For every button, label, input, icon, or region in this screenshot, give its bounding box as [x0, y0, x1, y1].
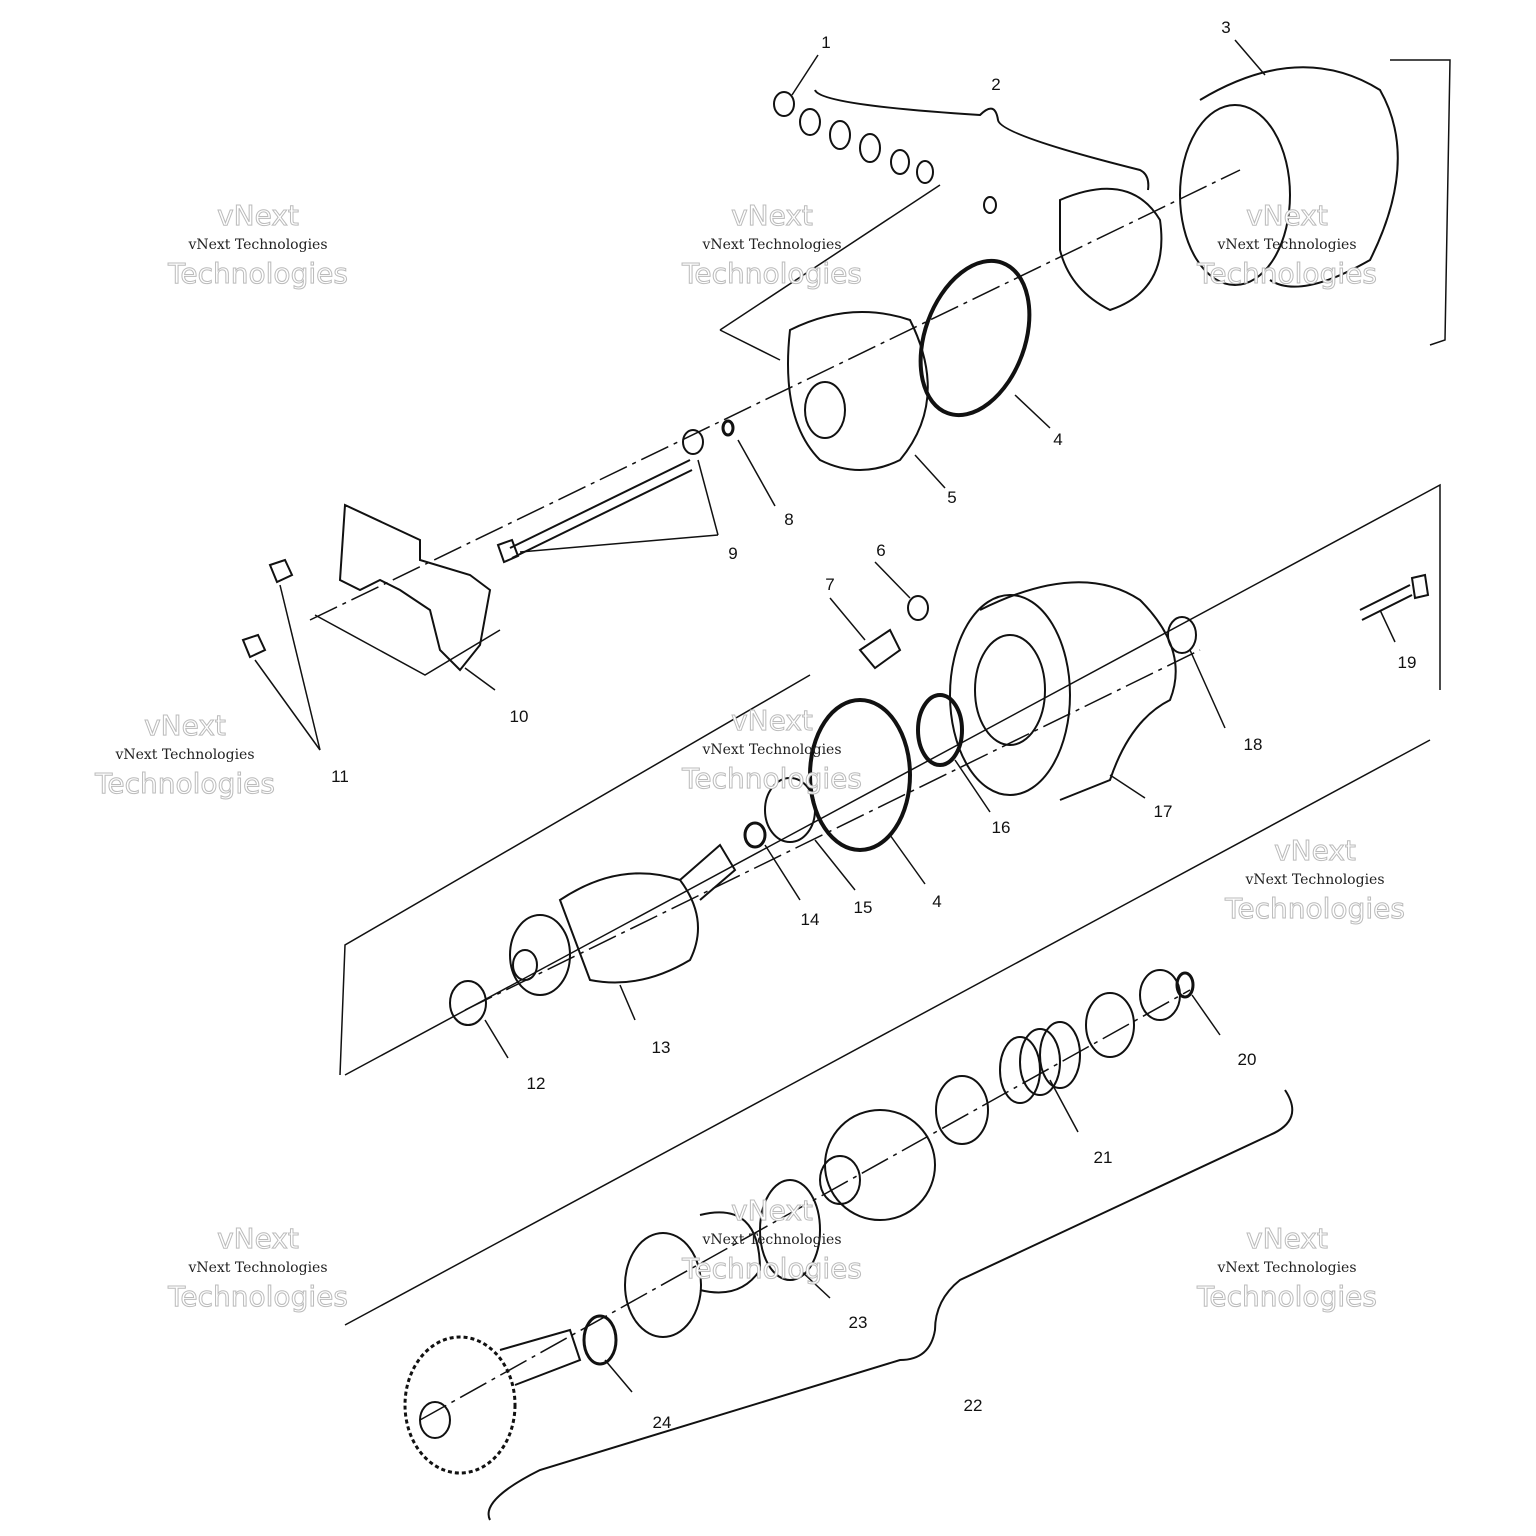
axis-lines	[309, 169, 1241, 1421]
front-housing	[949, 581, 1177, 801]
armature	[509, 843, 737, 996]
callout-18: 18	[1243, 735, 1263, 754]
washer-6	[907, 595, 929, 621]
oring-4-top	[918, 258, 1032, 418]
circlip-14	[743, 821, 767, 849]
leader-lines	[254, 39, 1396, 1393]
terminal-7	[858, 628, 902, 670]
nuts-washers	[773, 91, 934, 184]
pinion-shaft	[403, 1328, 582, 1475]
stopper	[1139, 969, 1181, 1021]
callout-24: 24	[652, 1413, 672, 1432]
circlip-24	[582, 1314, 618, 1366]
oring-16	[916, 693, 964, 767]
callout-9: 9	[728, 544, 738, 563]
callout-23: 23	[848, 1313, 868, 1332]
callout-10: 10	[509, 707, 529, 726]
clutch-gear	[819, 1109, 936, 1221]
collar	[1085, 992, 1135, 1058]
brace-2	[814, 89, 1150, 191]
callout-20: 20	[1237, 1050, 1257, 1069]
callout-15: 15	[853, 898, 873, 917]
callout-1: 1	[821, 33, 831, 52]
callout-7: 7	[825, 575, 835, 594]
bushing-12	[449, 980, 487, 1026]
circlip-20	[1175, 971, 1195, 999]
ring-23	[759, 1179, 821, 1281]
plate	[624, 1232, 702, 1338]
bracket	[338, 503, 492, 672]
group-frames	[314, 59, 1451, 1326]
callout-21: 21	[1093, 1148, 1113, 1167]
callout-8: 8	[784, 510, 794, 529]
callout-6: 6	[876, 541, 886, 560]
callout-22: 22	[963, 1396, 983, 1415]
brace-22	[487, 1089, 1294, 1521]
small-oring	[983, 196, 997, 214]
yoke	[1179, 66, 1399, 288]
callout-12: 12	[526, 1074, 546, 1093]
callout-16: 16	[991, 818, 1011, 837]
oring-8	[721, 419, 735, 437]
spring-21	[999, 1021, 1081, 1104]
end-cover	[787, 311, 929, 471]
sleeve	[935, 1075, 989, 1145]
callout-19: 19	[1397, 653, 1417, 672]
callout-3: 3	[1221, 18, 1231, 37]
washer-18	[1167, 616, 1197, 654]
bearing-15	[764, 777, 816, 843]
bolts-11	[241, 558, 294, 659]
callout-11: 11	[331, 767, 349, 786]
callout-5: 5	[947, 488, 957, 507]
through-bolt	[496, 429, 704, 564]
callout-4: 4	[1053, 430, 1063, 449]
callout-14: 14	[800, 910, 820, 929]
callout-13: 13	[651, 1038, 671, 1057]
brush-holder	[1059, 187, 1163, 312]
oring-4-lower	[808, 698, 912, 852]
callout-4b: 4	[932, 892, 942, 911]
callout-17: 17	[1153, 802, 1173, 821]
callout-2: 2	[991, 75, 1001, 94]
bolt-19	[1359, 573, 1430, 621]
clutch-shoe	[699, 1211, 762, 1294]
